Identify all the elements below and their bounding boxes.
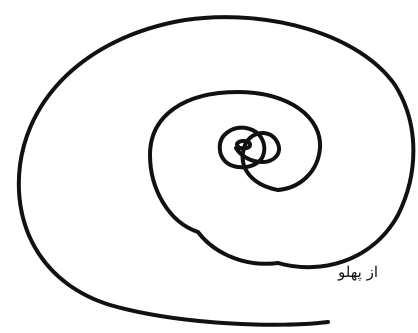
spiral-middle-path (150, 92, 320, 264)
view-caption: از پهلو (338, 262, 378, 282)
